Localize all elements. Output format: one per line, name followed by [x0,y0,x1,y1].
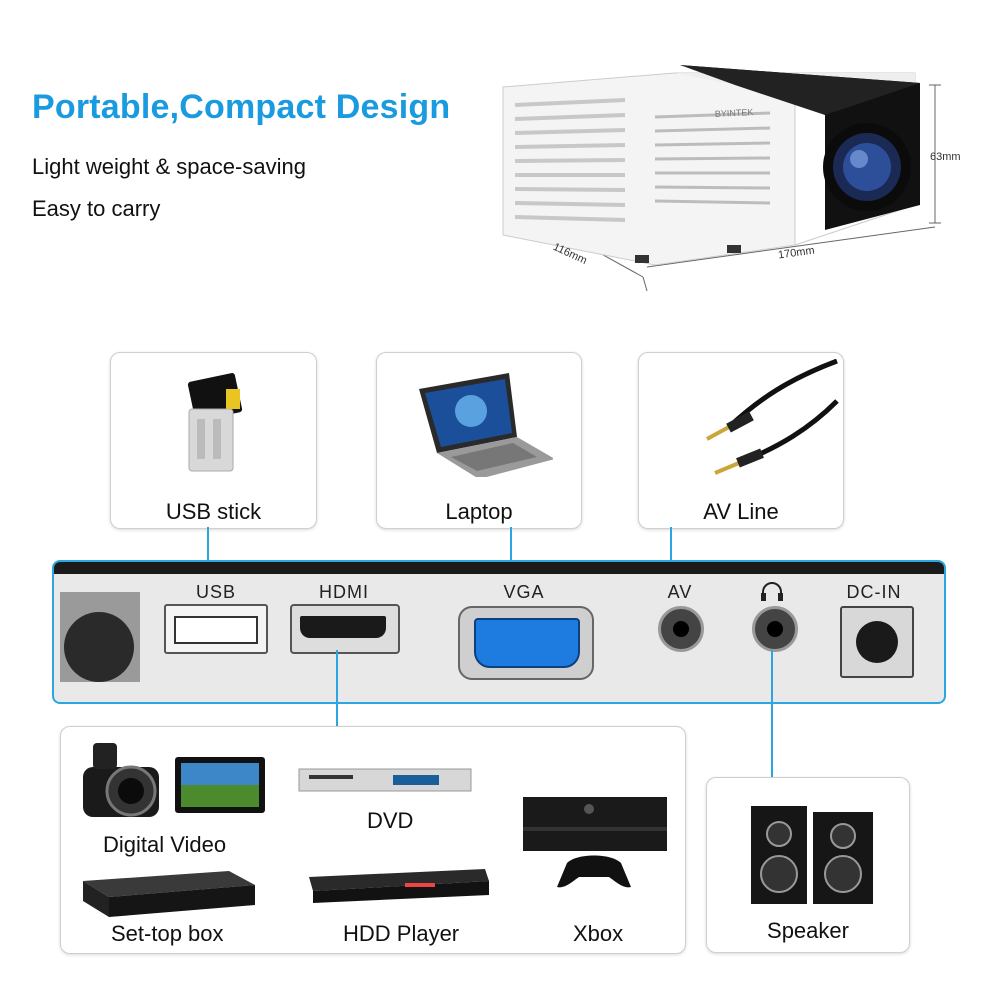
usb-port [164,604,268,654]
card-av-line: AV Line [638,352,844,529]
panel-edge [54,562,944,574]
card-hdmi-devices: Digital Video DVD Xbox Set-top box HDD P… [60,726,686,954]
connector-laptop [510,527,512,579]
port-panel: USB HDMI VGA AV DC-IN [52,560,946,704]
xbox-label: Xbox [573,921,624,946]
connector-usb [207,527,209,579]
power-knob [64,612,134,682]
vga-port-pins [474,618,580,668]
av-line-label: AV Line [703,499,779,524]
dcin-port-label: DC-IN [846,582,902,602]
dcin-port-hole [856,621,898,663]
av-port-hole [673,621,689,637]
speaker-icon [751,806,873,904]
dcin-port [840,606,914,678]
hdmi-port [290,604,400,654]
digital-video-icon [83,743,265,817]
laptop-icon [419,373,553,477]
set-top-box-icon [83,871,255,917]
xbox-icon [523,797,667,888]
hdd-player-label: HDD Player [343,921,460,946]
feature-line-2: Easy to carry [32,196,161,221]
dvd-label: DVD [367,808,414,833]
connector-speaker [771,650,773,777]
brand-mark: BYINTEK [715,107,754,119]
av-port-label: AV [667,582,693,602]
vga-port [458,606,594,680]
usb-port-label: USB [195,582,236,602]
usb-stick-icon [187,373,243,472]
card-speaker: Speaker [706,777,910,953]
dvd-player-icon [298,768,472,792]
hdmi-port-label: HDMI [319,582,369,602]
usb-port-slot [174,616,258,644]
card-laptop: Laptop [376,352,582,529]
page-title: Portable,Compact Design [32,88,451,126]
headphone-port [752,606,798,652]
vga-port-label: VGA [503,582,545,602]
av-cable-icon [706,359,839,475]
digital-video-label: Digital Video [103,832,227,857]
hdd-player-icon [309,869,489,903]
connector-hdmi [336,650,338,726]
feature-line-1: Light weight & space-saving [32,154,306,179]
hdmi-port-slot [300,616,386,638]
set-top-box-label: Set-top box [111,921,224,946]
height-dimension: 63mm [930,151,961,163]
projector-image: BYINTEK [502,65,941,292]
usb-stick-label: USB stick [165,499,262,524]
laptop-label: Laptop [445,499,513,524]
headphone-port-hole [767,621,783,637]
connector-av [670,527,672,579]
card-usb-stick: USB stick [110,352,317,529]
av-port [658,606,704,652]
headphone-icon [760,582,784,602]
speaker-label: Speaker [767,918,849,943]
